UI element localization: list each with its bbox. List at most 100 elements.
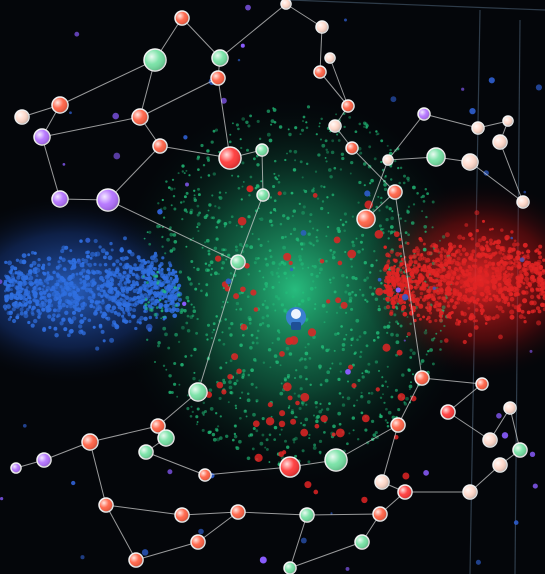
- particle-dot: [433, 261, 437, 266]
- particle-dot: [420, 267, 424, 271]
- graph-node: [299, 507, 315, 523]
- particle-dot: [407, 205, 411, 208]
- particle-dot: [295, 400, 300, 406]
- particle-dot: [452, 304, 457, 310]
- particle-dot: [220, 97, 227, 104]
- particle-dot: [178, 270, 183, 274]
- particle-dot: [331, 255, 336, 260]
- particle-dot: [34, 271, 38, 274]
- particle-dot: [408, 384, 413, 389]
- particle-dot: [524, 276, 530, 282]
- particle-dot: [315, 416, 319, 420]
- particle-dot: [414, 279, 418, 283]
- graph-node: [461, 153, 479, 171]
- particle-dot: [146, 264, 152, 270]
- particle-dot: [256, 329, 260, 333]
- particle-dot: [522, 262, 528, 268]
- graph-node: [210, 70, 226, 86]
- particle-dot: [169, 232, 174, 237]
- particle-dot: [378, 305, 381, 308]
- particle-dot: [224, 318, 227, 321]
- particle-dot: [385, 217, 389, 222]
- particle-dot: [304, 189, 308, 194]
- particle-dot: [491, 272, 495, 275]
- particle-dot: [292, 438, 296, 442]
- particle-dot: [227, 373, 233, 380]
- particle-dot: [140, 267, 146, 273]
- particle-dot: [386, 365, 389, 368]
- particle-dot: [439, 340, 443, 343]
- particle-dot: [304, 417, 309, 422]
- graph-node: [374, 474, 390, 490]
- particle-dot: [28, 280, 33, 286]
- particle-dot: [298, 258, 303, 262]
- particle-dot: [341, 343, 346, 347]
- particle-dot: [145, 281, 149, 285]
- particle-dot: [239, 307, 243, 311]
- particle-dot: [433, 303, 439, 309]
- particle-dot: [271, 341, 274, 345]
- particle-dot: [484, 322, 488, 325]
- particle-dot: [255, 341, 259, 345]
- particle-dot: [290, 418, 297, 425]
- particle-dot: [80, 555, 85, 560]
- particle-dot: [383, 187, 388, 192]
- particle-dot: [93, 262, 97, 267]
- particle-dot: [40, 293, 43, 297]
- particle-dot: [354, 130, 358, 134]
- particle-dot: [347, 380, 349, 383]
- particle-dot: [327, 168, 332, 172]
- particle-dot: [454, 301, 458, 305]
- particle-dot: [195, 415, 199, 419]
- particle-dot: [20, 287, 24, 291]
- particle-dot: [76, 295, 82, 301]
- particle-dot: [396, 349, 403, 356]
- particle-dot: [153, 312, 158, 317]
- particle-dot: [429, 311, 433, 315]
- particle-dot: [240, 198, 243, 201]
- particle-dot: [150, 271, 155, 276]
- particle-dot: [530, 269, 535, 274]
- particle-dot: [502, 248, 506, 253]
- particle-dot: [292, 227, 297, 231]
- particle-dot: [219, 415, 222, 418]
- particle-dot: [263, 287, 266, 291]
- particle-dot: [30, 250, 35, 255]
- particle-dot: [418, 273, 423, 278]
- particle-dot: [214, 205, 217, 208]
- particle-dot: [46, 304, 50, 309]
- particle-dot: [205, 238, 210, 243]
- particle-dot: [373, 287, 376, 290]
- particle-dot: [492, 285, 497, 291]
- particle-dot: [19, 311, 24, 316]
- particle-dot: [402, 311, 408, 317]
- particle-dot: [506, 303, 511, 307]
- particle-dot: [369, 271, 372, 274]
- particle-dot: [351, 243, 356, 248]
- particle-dot: [190, 303, 193, 306]
- particle-dot: [15, 258, 20, 262]
- particle-dot: [269, 255, 273, 259]
- particle-dot: [274, 294, 279, 299]
- particle-dot: [350, 160, 354, 165]
- particle-dot: [109, 270, 115, 276]
- particle-dot: [30, 310, 34, 315]
- particle-dot: [532, 483, 538, 489]
- particle-dot: [30, 323, 35, 328]
- particle-dot: [383, 182, 387, 187]
- particle-dot: [406, 210, 410, 214]
- particle-dot: [331, 139, 335, 143]
- particle-dot: [78, 271, 84, 276]
- particle-dot: [193, 198, 198, 203]
- graph-edge: [421, 377, 483, 385]
- particle-dot: [267, 240, 270, 243]
- particle-dot: [174, 270, 178, 274]
- particle-dot: [459, 296, 465, 302]
- particle-dot: [231, 353, 239, 361]
- particle-dot: [328, 402, 331, 405]
- particle-dot: [143, 237, 146, 240]
- particle-dot: [479, 308, 485, 314]
- particle-dot: [93, 238, 98, 244]
- particle-dot: [190, 354, 193, 357]
- particle-dot: [288, 352, 293, 356]
